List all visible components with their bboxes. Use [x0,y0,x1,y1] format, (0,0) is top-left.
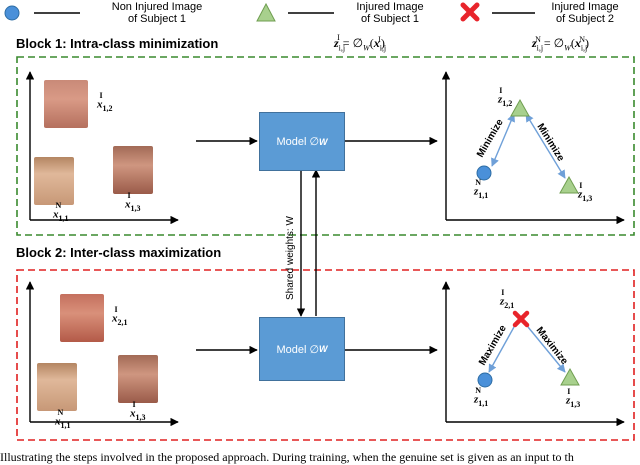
block2-title: Block 2: Inter-class maximization [16,245,222,260]
block1-equation-right: zi,jN = ∅W(xi,jN) [532,35,590,53]
legend-injured2-line2: of Subject 2 [555,13,615,25]
block1-model-box: Model ∅W [259,112,345,171]
block2-input-axes [25,281,179,427]
block1-equation-left: zi,jI = ∅W(xi,jI) [334,33,387,53]
block1-input-axes [25,71,179,225]
injured-subject1-marker-icon [256,2,276,22]
legend-non-injured-line1: Non Injured Image [111,1,203,13]
label-z12: z1,2I [498,86,513,108]
block1-non-injured-point-icon [476,165,492,181]
block2-embedding-axes [441,281,625,427]
block2-maximize-arrow-right [527,326,566,373]
legend [4,2,535,22]
label-x21: x2,1I [112,305,128,327]
block1-minimize-right-label: Minimize [534,122,566,164]
label-x11-N: x1,1N [53,201,69,223]
legend-injured2-line1: Injured Image [551,1,619,13]
label-x11-N-b2: x1,1N [55,408,71,430]
block2-injured-subject2-cross-icon [512,310,530,328]
block1-title: Block 1: Intra-class minimization [16,36,219,51]
label-z11-N: z1,1N [474,178,489,200]
block2-maximize-right-label: Maximize [534,325,570,367]
block1-minimize-left-label: Minimize [475,117,506,159]
legend-injured1-line2: of Subject 1 [360,13,420,25]
block1-embedding-axes [441,71,625,225]
block2-model-box: Model ∅W [259,317,345,381]
face-injured-x12 [44,80,88,128]
face-non-injured-x11 [34,157,74,205]
block2-maximize-arrow-left [488,326,515,373]
face-injured-x21 [60,294,104,342]
face-injured-x13 [113,146,153,194]
label-z21: z2,1I [500,288,515,310]
label-x13-b2: x1,3I [130,400,146,422]
block2-non-injured-point-icon [477,372,493,388]
injured-subject2-cross-icon [460,2,480,22]
legend-non-injured-line2: of Subject 1 [127,13,187,25]
non-injured-marker-icon [4,5,20,21]
legend-injured-subject2: Injured Image of Subject 2 [530,1,640,25]
block2-frame [16,269,635,441]
block1-model-label: Model ∅ [276,136,320,148]
shared-weights-label: Shared weights: W [285,216,296,300]
legend-injured-subject1: Injured Image of Subject 1 [330,1,450,25]
block1-frame [16,56,635,236]
label-z13-b2: z1,3I [566,387,581,409]
label-z13: z1,3I [578,181,593,203]
face-injured-x13-b2 [118,355,158,403]
block1-minimize-arrow-left [491,113,515,167]
block2-model-label: Model ∅ [276,343,320,356]
block1-injured-top-point-icon [510,98,530,117]
block2-injured-point-icon [560,367,580,386]
block2-model-subscript: W [319,344,328,354]
legend-non-injured: Non Injured Image of Subject 1 [92,1,222,25]
block1-model-subscript: W [319,136,328,147]
label-x13: x1,3I [125,191,141,213]
block1-injured-bottom-point-icon [559,175,579,194]
label-x12: x1,2I [97,91,113,113]
block1-minimize-arrow-right [525,113,566,179]
legend-injured1-line1: Injured Image [356,1,424,13]
figure-caption: Illustrating the steps involved in the p… [0,450,574,464]
face-non-injured-x11-b2 [37,363,77,411]
label-z11-N-b2: z1,1N [474,386,489,408]
